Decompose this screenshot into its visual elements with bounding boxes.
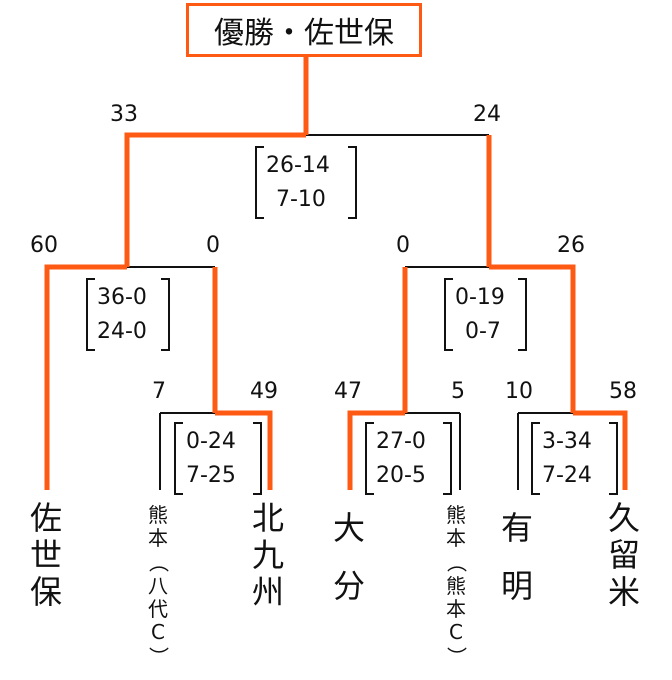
line-oita [347,410,405,490]
semi-left-period-1: 36-0 [97,285,147,310]
semi-left-bracket-right [161,278,170,351]
ak-score-left: 10 [505,379,533,404]
semi-left-score-right: 0 [206,233,220,258]
final-bracket-right [348,146,357,219]
team-kitakyushu: 北 九 州 [252,499,285,611]
ak-bracket-right [609,422,618,495]
semi-right-bracket-left [444,278,453,351]
final-bracket-left [255,146,264,219]
team-sasebo: 佐 世 保 [30,499,63,611]
semi-right-bracket-right [518,278,527,351]
semi-right-score-left: 0 [396,233,410,258]
team-oita: 大 分 [333,509,366,605]
line-final-left [124,132,306,267]
semi-right-score-right: 26 [557,233,585,258]
ak-bracket-left [531,422,540,495]
line-semi-right-right [489,264,576,413]
ok-bracket-right [443,422,452,495]
ok-score-right: 5 [451,379,465,404]
line-sasebo [44,264,127,490]
champion-box: 優勝・佐世保 [186,3,422,57]
final-period-1: 26-14 [266,153,330,178]
semi-right-period-2: 0-7 [465,319,501,344]
ok-bracket-left [365,422,374,495]
kk-score-left: 7 [152,379,166,404]
champion-label: 優勝・佐世保 [214,16,394,51]
line-kurume [573,410,628,490]
kk-period-2: 7-25 [186,463,236,488]
ok-period-1: 27-0 [376,429,426,454]
kk-score-right: 49 [250,379,278,404]
kk-bracket-left [174,422,183,495]
ok-score-left: 47 [334,379,362,404]
ak-period-2: 7-24 [542,463,592,488]
team-kumamoto-yatsushiro: 熊 本 （ 八 代 C ） [146,503,171,667]
ak-score-right: 58 [609,379,637,404]
kk-period-1: 0-24 [186,429,236,454]
line-kitakyushu [215,410,273,490]
semi-left-score-left: 60 [30,233,58,258]
semi-left-bracket-left [86,278,95,351]
semi-left-period-2: 24-0 [97,319,147,344]
final-score-right: 24 [473,102,501,127]
team-ariake: 有 明 [501,509,534,605]
team-kurume: 久 留 米 [608,499,641,611]
team-kumamoto-kumamoto: 熊 本 （ 熊 本 C ） [444,503,469,667]
kk-bracket-right [253,422,262,495]
final-period-2: 7-10 [276,187,326,212]
final-score-left: 33 [110,102,138,127]
semi-right-period-1: 0-19 [455,285,505,310]
ak-period-1: 3-34 [542,429,592,454]
ok-period-2: 20-5 [376,463,426,488]
